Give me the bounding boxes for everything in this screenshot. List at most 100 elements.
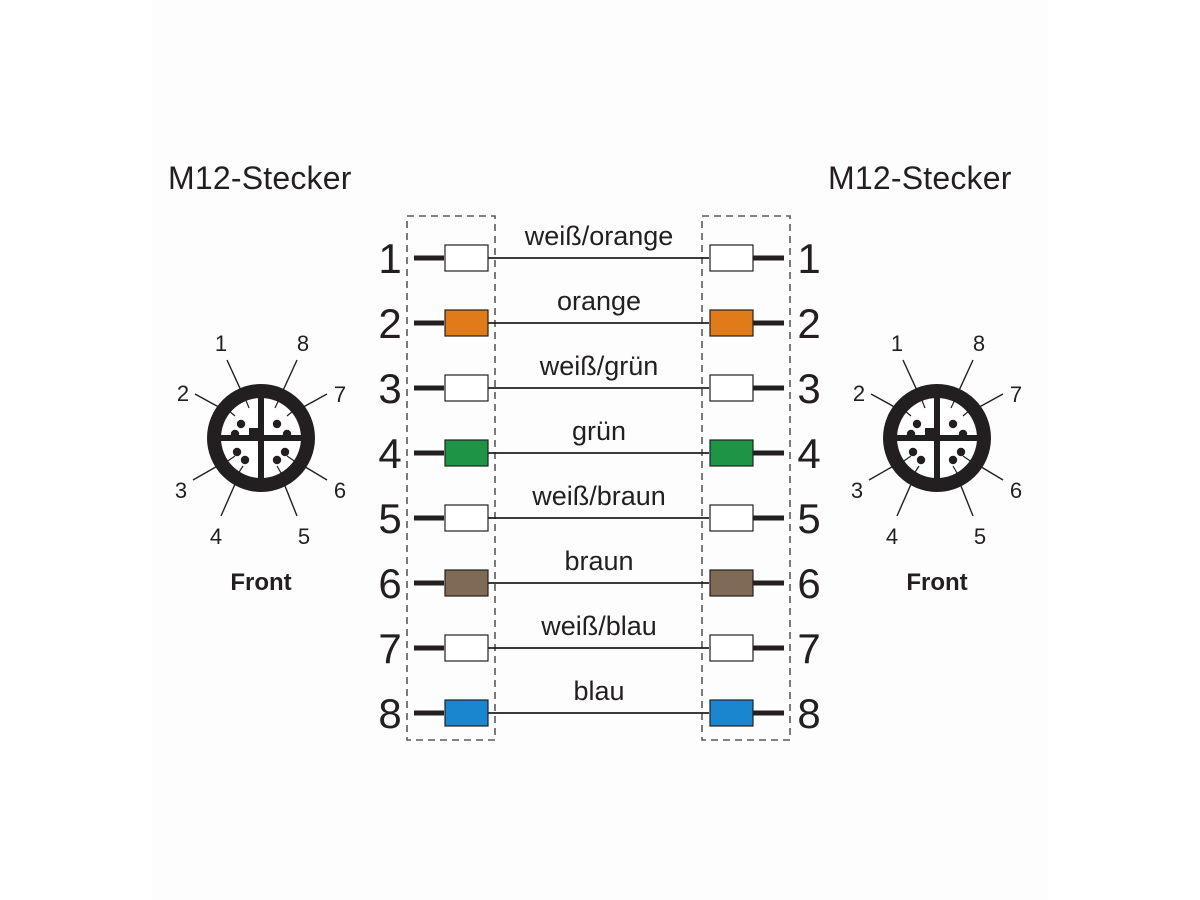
right-pin-number: 5 xyxy=(797,495,820,542)
right-wire-color-box xyxy=(709,634,754,662)
contact-number: 1 xyxy=(215,331,227,356)
contact-pin xyxy=(916,455,926,465)
right-pin-number: 2 xyxy=(797,300,820,347)
contact-number: 2 xyxy=(177,381,189,406)
contact-leader-end xyxy=(286,404,301,417)
contact-pin xyxy=(908,447,918,457)
contact-leader-end xyxy=(952,465,962,481)
contact-number: 3 xyxy=(175,478,187,503)
contact-number: 1 xyxy=(891,331,903,356)
contact-pin xyxy=(272,419,282,429)
contact-leader-end xyxy=(286,455,301,466)
left-connector-title: M12-Stecker xyxy=(168,160,352,196)
right-pin-number: 6 xyxy=(797,560,820,607)
wire-color-label: blau xyxy=(573,676,624,706)
left-pin-number: 8 xyxy=(378,690,401,737)
wire-color-label: braun xyxy=(564,546,633,576)
contact-number: 6 xyxy=(334,478,346,503)
left-connector-enclosure xyxy=(406,215,496,741)
left-wire-color-box xyxy=(444,244,489,272)
contact-leader-end xyxy=(909,465,920,481)
right-wire-color-box xyxy=(709,374,754,402)
front-label: Front xyxy=(906,569,967,596)
left-pin-number: 5 xyxy=(378,495,401,542)
contact-leader-end xyxy=(897,455,912,466)
left-wire-color-box xyxy=(444,699,489,727)
wire-row-8: 8 8 blau xyxy=(378,676,820,737)
contact-leader-end xyxy=(233,465,244,481)
contact-pin xyxy=(240,455,250,465)
contact-number: 5 xyxy=(974,524,986,549)
coding-key xyxy=(925,428,937,438)
contact-pin xyxy=(232,447,242,457)
left-pin-number: 6 xyxy=(378,560,401,607)
contact-leader-end xyxy=(918,392,926,409)
right-connector-enclosure xyxy=(701,215,791,741)
contact-pin xyxy=(280,447,290,457)
wire-row-6: 6 6 braun xyxy=(378,546,820,607)
left-pin-number: 4 xyxy=(378,430,401,477)
left-pin-number: 3 xyxy=(378,365,401,412)
contact-leader-end xyxy=(242,392,250,409)
left-pin-number: 7 xyxy=(378,625,401,672)
wire-row-7: 7 7 weiß/blau xyxy=(378,611,820,672)
contact-number: 8 xyxy=(297,331,309,356)
contact-pin xyxy=(236,419,246,429)
wire-row-1: 1 1 weiß/orange xyxy=(378,221,820,282)
wire-color-label: orange xyxy=(557,286,641,316)
left-wire-color-box xyxy=(444,309,489,337)
right-pin-number: 7 xyxy=(797,625,820,672)
contact-pin xyxy=(912,419,922,429)
contact-leader-end xyxy=(274,392,283,409)
contact-pin xyxy=(230,429,240,439)
left-wire-color-box xyxy=(444,569,489,597)
contact-number: 4 xyxy=(886,524,898,549)
contact-pin xyxy=(956,447,966,457)
right-wire-color-box xyxy=(709,439,754,467)
wire-row-2: 2 2 orange xyxy=(378,286,820,347)
contact-pin xyxy=(948,419,958,429)
contact-pin xyxy=(958,429,968,439)
contact-leader-end xyxy=(962,455,977,466)
contact-number: 6 xyxy=(1010,478,1022,503)
contact-number: 4 xyxy=(210,524,222,549)
contact-pin xyxy=(948,455,958,465)
contact-leader-end xyxy=(950,392,959,409)
contact-pin xyxy=(272,455,282,465)
right-pin-number: 1 xyxy=(797,235,820,282)
coding-key xyxy=(249,428,261,438)
contact-leader-end xyxy=(962,404,977,417)
right-pin-number: 4 xyxy=(797,430,820,477)
right-pin-number: 8 xyxy=(797,690,820,737)
wire-color-label: weiß/orange xyxy=(524,221,674,251)
contact-leader-end xyxy=(221,404,236,417)
left-wire-color-box xyxy=(444,374,489,402)
right-connector-title: M12-Stecker xyxy=(828,160,1012,196)
contact-pin xyxy=(282,429,292,439)
left-pin-number: 1 xyxy=(378,235,401,282)
left-wire-color-box xyxy=(444,439,489,467)
wire-row-4: 4 4 grün xyxy=(378,416,820,477)
front-label: Front xyxy=(230,569,291,596)
left-wire-color-box xyxy=(444,504,489,532)
contact-number: 2 xyxy=(853,381,865,406)
contact-leader-end xyxy=(897,404,912,417)
left-pin-number: 2 xyxy=(378,300,401,347)
contact-number: 3 xyxy=(851,478,863,503)
right-wire-color-box xyxy=(709,699,754,727)
right-wire-color-box xyxy=(709,244,754,272)
wire-color-label: grün xyxy=(572,416,626,446)
contact-pin xyxy=(906,429,916,439)
wire-color-label: weiß/braun xyxy=(531,481,666,511)
right-wire-color-box xyxy=(709,309,754,337)
wire-color-label: weiß/blau xyxy=(540,611,657,641)
wire-row-5: 5 5 weiß/braun xyxy=(378,481,820,542)
wire-color-label: weiß/grün xyxy=(539,351,659,381)
right-wire-color-box xyxy=(709,504,754,532)
contact-number: 5 xyxy=(298,524,310,549)
